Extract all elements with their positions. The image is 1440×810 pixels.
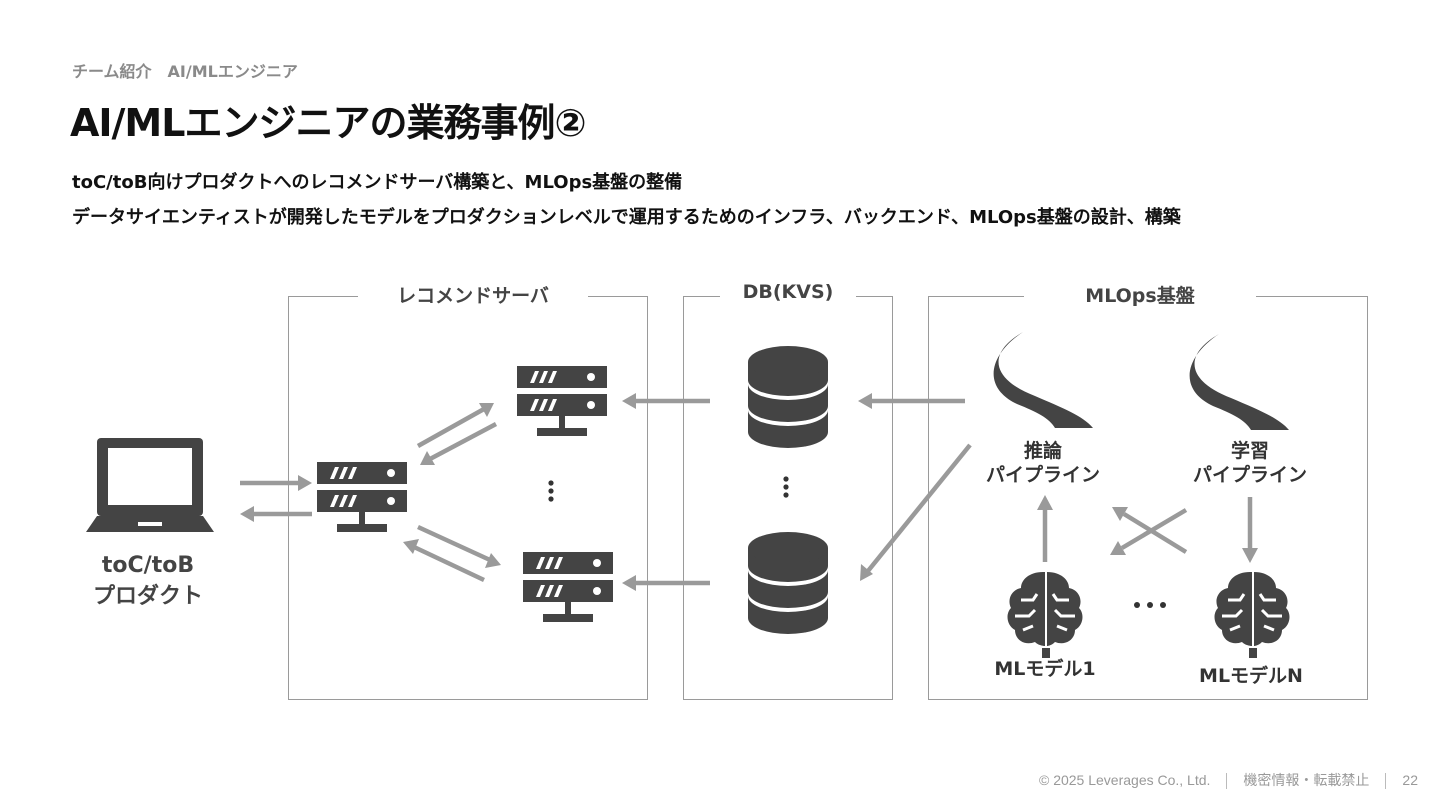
laptop-icon: [86, 438, 214, 532]
database-icon-bottom: [748, 532, 828, 634]
ml-model-1-brain-icon: [1006, 570, 1084, 660]
description-line-2: データサイエンティストが開発したモデルをプロダクションレベルで運用するためのイン…: [72, 207, 1181, 228]
ml-model-n-label: MLモデルN: [1199, 664, 1303, 687]
arrows: [240, 393, 1258, 591]
ml-model-n-brain-icon: [1213, 570, 1291, 660]
ml-model-1-label: MLモデル1: [994, 657, 1095, 680]
page-title: AI/MLエンジニアの業務事例②: [70, 101, 587, 145]
inference-label-line-2: パイプライン: [986, 463, 1100, 486]
page-number: 22: [1402, 772, 1418, 788]
client-label-line-2: プロダクト: [93, 583, 203, 609]
description-line-1: toC/toB向けプロダクトへのレコメンドサーバ構築と、MLOps基盤の整備: [72, 172, 683, 193]
breadcrumb: チーム紹介 AI/MLエンジニア: [72, 62, 298, 81]
copyright-text: © 2025 Leverages Co., Ltd.: [1038, 772, 1211, 788]
models-ellipsis-icon: [1134, 602, 1166, 608]
database-ellipsis-icon: [783, 476, 789, 498]
inference-label-line-1: 推論: [1024, 439, 1063, 462]
db-label: DB(KVS): [720, 281, 856, 303]
server-icon-bottom: [523, 552, 613, 622]
training-label-line-2: パイプライン: [1193, 463, 1307, 486]
server-ellipsis-icon: [548, 480, 554, 502]
mlops-label: MLOps基盤: [1024, 281, 1256, 308]
footer: © 2025 Leverages Co., Ltd. 機密情報・転載禁止 22: [1039, 770, 1418, 790]
recommend-server-label: レコメンドサーバ: [358, 281, 588, 308]
footer-divider: [1385, 773, 1387, 790]
footer-divider: [1226, 773, 1228, 790]
load-balancer-server-icon: [317, 462, 407, 532]
training-label-line-1: 学習: [1231, 439, 1269, 462]
training-pipeline-icon: [1189, 334, 1289, 430]
confidential-notice: 機密情報・転載禁止: [1243, 772, 1370, 788]
inference-pipeline-icon: [993, 332, 1093, 428]
client-label-line-1: toC/toB: [102, 553, 194, 578]
server-icon-top: [517, 366, 607, 436]
database-icon-top: [748, 346, 828, 448]
